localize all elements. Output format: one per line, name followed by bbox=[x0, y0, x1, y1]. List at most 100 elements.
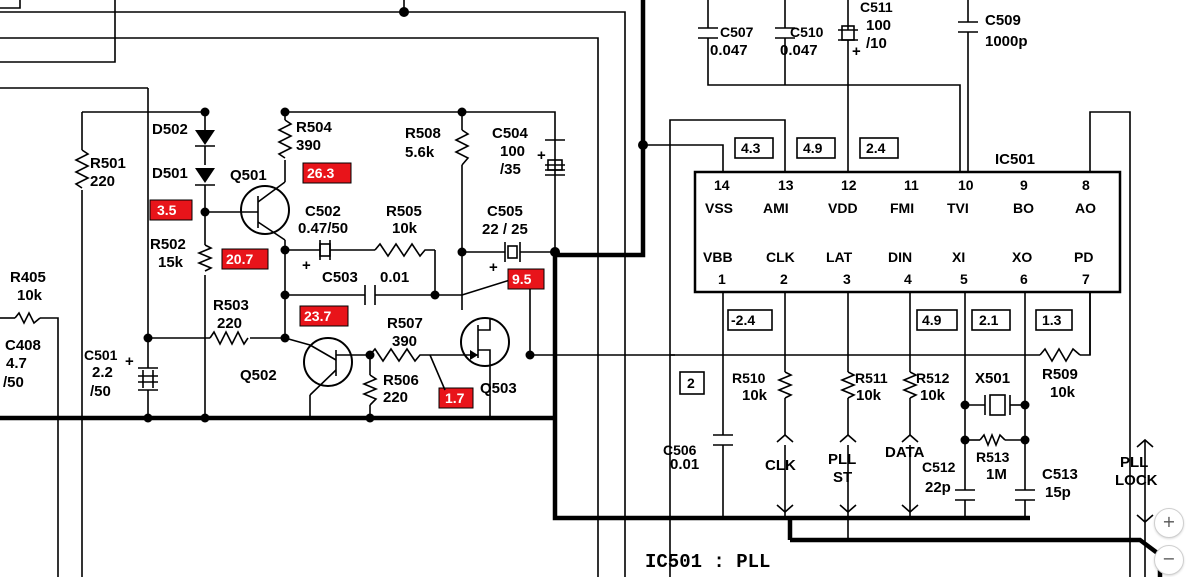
label-r511-val: 10k bbox=[856, 387, 882, 404]
label-r405-val: 10k bbox=[17, 287, 43, 304]
label-r405-ref: R405 bbox=[10, 269, 46, 286]
voltage-tag: 3.5 bbox=[157, 202, 177, 218]
ic-pin-num: 14 bbox=[714, 177, 730, 193]
label-c504-volt: /35 bbox=[500, 161, 521, 178]
label-c510-val: 0.047 bbox=[780, 42, 818, 59]
zoom-out-button[interactable]: − bbox=[1154, 545, 1184, 575]
ic-pin-name: BO bbox=[1013, 200, 1034, 216]
resistor-r501 bbox=[74, 149, 90, 189]
label-c505-val: 22 / 25 bbox=[482, 221, 528, 238]
svg-text:+: + bbox=[302, 257, 311, 274]
label-c510-ref: C510 bbox=[790, 24, 824, 40]
diode-d501 bbox=[195, 168, 215, 190]
signal-clk-label: CLK bbox=[765, 457, 796, 474]
voltage-tag: 20.7 bbox=[226, 251, 253, 267]
label-r502-val: 15k bbox=[158, 254, 184, 271]
ic-pin-name: LAT bbox=[826, 249, 853, 265]
diagram-title: IC501 : PLL bbox=[645, 551, 770, 573]
capacitor-c512 bbox=[955, 489, 975, 501]
ic-pin-num: 12 bbox=[841, 177, 857, 193]
ic-pin-num: 13 bbox=[778, 177, 794, 193]
ic-pin-num: 6 bbox=[1020, 271, 1028, 287]
voltage-tag: 1.7 bbox=[445, 390, 465, 406]
resistor-r405 bbox=[14, 311, 41, 325]
component-labels: R501 220 D502 D501 Q501 R504 390 R502 15… bbox=[3, 0, 1078, 501]
label-c511-volt: /10 bbox=[866, 35, 887, 52]
label-c502-ref: C502 bbox=[305, 203, 341, 220]
ic-pin-name: VSS bbox=[705, 200, 733, 216]
resistor-r505 bbox=[374, 242, 435, 258]
crystal-x501 bbox=[984, 394, 1011, 416]
transistor-q502 bbox=[303, 337, 353, 396]
signal-data-label: DATA bbox=[885, 444, 925, 461]
label-r505-ref: R505 bbox=[386, 203, 422, 220]
label-c505-ref: C505 bbox=[487, 203, 523, 220]
ic-pin-num: 3 bbox=[843, 271, 851, 287]
voltage-tag: 23.7 bbox=[304, 308, 331, 324]
label-r503-ref: R503 bbox=[213, 297, 249, 314]
label-c513-ref: C513 bbox=[1042, 466, 1078, 483]
signal-pll-lock-line1: PLL bbox=[1120, 454, 1148, 471]
signal-pll-lock-line2: LOCK bbox=[1115, 472, 1158, 489]
label-d502: D502 bbox=[152, 121, 188, 138]
capacitors: + + + + + bbox=[125, 21, 1035, 501]
label-r510-ref: R510 bbox=[732, 370, 766, 386]
label-r513-ref: R513 bbox=[976, 449, 1010, 465]
label-r506-ref: R506 bbox=[383, 372, 419, 389]
thin-wiring bbox=[0, 0, 1146, 577]
label-c512-val: 22p bbox=[925, 479, 951, 496]
ic-pin-num: 4 bbox=[904, 271, 912, 287]
label-q502: Q502 bbox=[240, 367, 277, 384]
label-r501-val: 220 bbox=[90, 173, 115, 190]
label-c512-ref: C512 bbox=[922, 459, 956, 475]
signal-pll-st-line2: ST bbox=[833, 469, 852, 486]
boxed-voltage: 1.3 bbox=[1042, 312, 1062, 328]
ic-pin-name: VBB bbox=[703, 249, 733, 265]
label-r511-ref: R511 bbox=[855, 370, 888, 386]
resistor-r502 bbox=[196, 244, 214, 272]
label-r504-val: 390 bbox=[296, 137, 321, 154]
ic-bottom-pins: VBB 1 CLK 2 LAT 3 DIN 4 XI 5 XO 6 PD 7 bbox=[703, 249, 1093, 287]
label-q501: Q501 bbox=[230, 167, 267, 184]
boxed-voltage: 2.1 bbox=[979, 312, 999, 328]
resistor-r509 bbox=[1039, 347, 1081, 363]
label-c408-val: 4.7 bbox=[6, 355, 27, 372]
label-c501-ref: C501 bbox=[84, 347, 118, 363]
label-c503-val: 0.01 bbox=[380, 269, 409, 286]
capacitor-c506 bbox=[713, 434, 733, 446]
svg-text:+: + bbox=[125, 353, 134, 370]
label-c507-ref: C507 bbox=[720, 24, 754, 40]
capacitor-c509 bbox=[958, 21, 978, 33]
label-c502-val: 0.47/50 bbox=[298, 220, 348, 237]
ic-pin-num: 10 bbox=[958, 177, 974, 193]
boxed-voltage: 4.9 bbox=[922, 312, 942, 328]
label-c408-volt: /50 bbox=[3, 374, 24, 391]
capacitor-c501 bbox=[138, 367, 158, 391]
ic-pin-num: 5 bbox=[960, 271, 968, 287]
svg-text:+: + bbox=[852, 43, 861, 60]
resistor-r508 bbox=[454, 129, 470, 166]
ic-pin-name: DIN bbox=[888, 249, 912, 265]
transistor-q501 bbox=[240, 181, 290, 241]
ic-pin-name: VDD bbox=[828, 200, 858, 216]
label-c503-ref: C503 bbox=[322, 269, 358, 286]
boxed-voltage: 2 bbox=[687, 375, 695, 391]
signal-pll-st-line1: PLL bbox=[828, 451, 856, 468]
label-c511-val: 100 bbox=[866, 17, 891, 34]
capacitor-c510 bbox=[775, 27, 795, 39]
resistors bbox=[14, 119, 1081, 448]
resistor-r511 bbox=[839, 371, 857, 399]
label-r509-ref: R509 bbox=[1042, 366, 1078, 383]
zoom-in-button[interactable]: + bbox=[1154, 508, 1184, 538]
label-c501-val: 2.2 bbox=[92, 364, 113, 381]
resistor-r513 bbox=[979, 432, 1006, 448]
thick-wiring bbox=[0, 0, 1163, 577]
diode-d502 bbox=[195, 130, 215, 165]
resistor-r503 bbox=[209, 330, 249, 346]
label-r508-ref: R508 bbox=[405, 125, 441, 142]
label-r510-val: 10k bbox=[742, 387, 768, 404]
boxed-voltage: 4.3 bbox=[741, 140, 761, 156]
voltage-tag: 26.3 bbox=[307, 165, 334, 181]
label-x501: X501 bbox=[975, 370, 1010, 387]
